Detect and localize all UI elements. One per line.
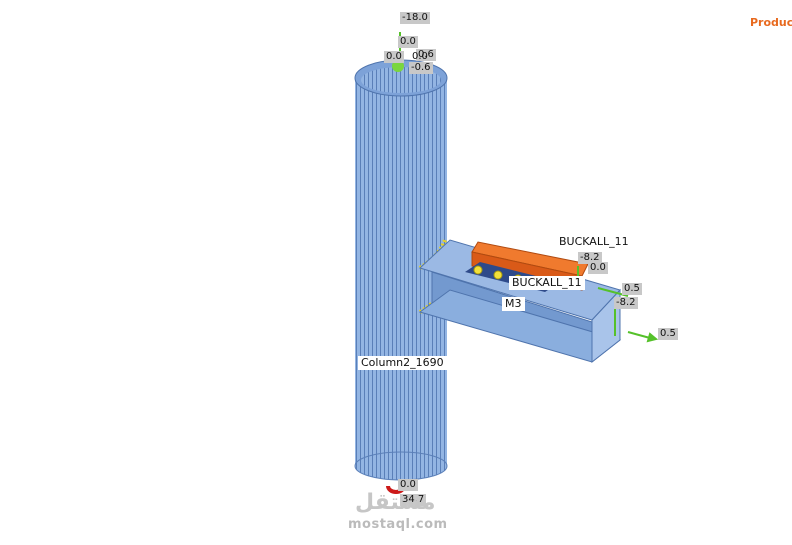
load-value: 0.5 — [622, 283, 642, 295]
beam-label-2: BUCKALL_11 — [509, 276, 585, 290]
load-value: 0.0 — [588, 262, 608, 274]
load-value: -18.0 — [400, 12, 430, 24]
watermark: mostaql.com — [348, 517, 448, 532]
product-link[interactable]: Product — [750, 16, 792, 29]
reaction-value: 0.0 — [398, 479, 418, 491]
load-value: -8.2 — [578, 252, 602, 264]
watermark-logo: مستقل — [355, 490, 436, 515]
bolt-group-label: M3 — [502, 297, 525, 311]
load-value: -0.6 — [409, 62, 433, 74]
load-value: 0.5 — [658, 328, 678, 340]
load-value: 0.0 — [398, 36, 418, 48]
reaction-value: 34.7 — [400, 494, 427, 506]
load-value: 0.6 — [416, 49, 436, 61]
beam-label: BUCKALL_11 — [559, 235, 629, 248]
load-value: 0.0 — [384, 51, 404, 63]
load-value: -8.2 — [614, 297, 638, 309]
column-label: Column2_1690 — [358, 356, 447, 370]
load-value: 0.0 — [412, 51, 428, 62]
